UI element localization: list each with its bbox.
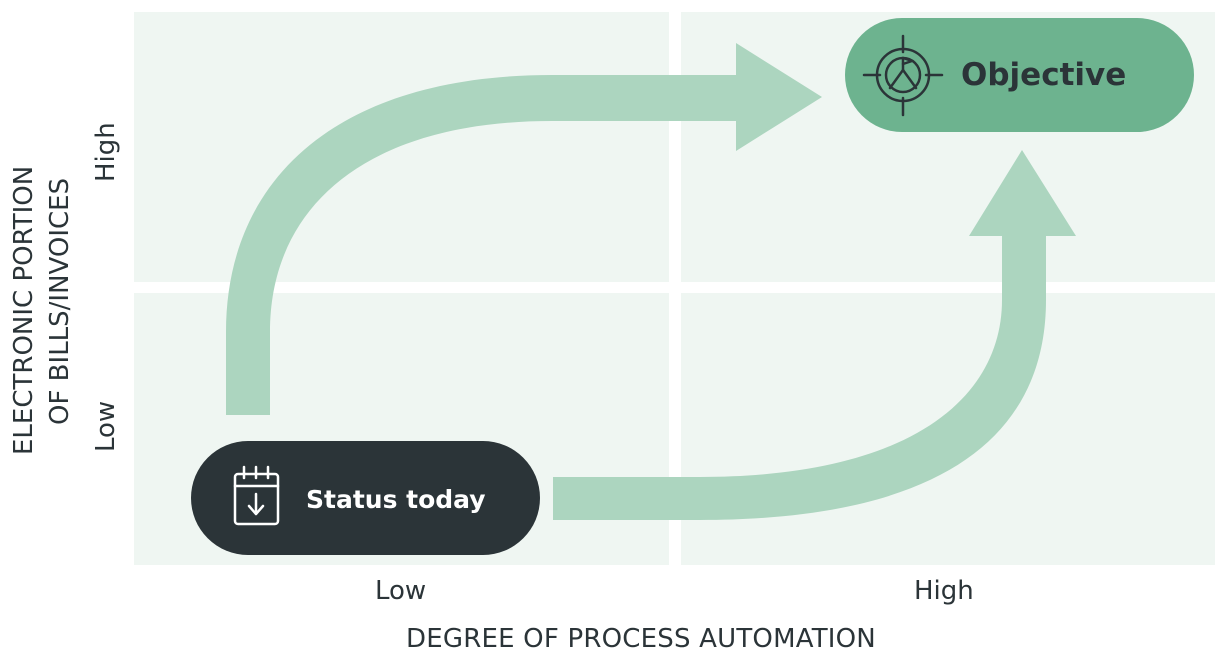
x-axis-tick-low: Low — [375, 576, 427, 606]
target-flag-icon — [862, 34, 944, 117]
calendar-download-icon — [233, 465, 280, 526]
y-axis-tick-high: High — [91, 122, 121, 182]
arrow-up-then-right — [226, 43, 822, 415]
y-axis-tick-low: Low — [91, 400, 121, 452]
x-axis-title: DEGREE OF PROCESS AUTOMATION — [406, 624, 876, 654]
y-axis-title-line-2: OF BILLS/INVOICES — [45, 177, 75, 425]
status-today-pill — [191, 441, 540, 555]
x-axis-tick-high: High — [914, 576, 974, 606]
objective-pill — [845, 18, 1194, 132]
arrow-right-then-up — [553, 150, 1076, 520]
objective-label: Objective — [961, 57, 1127, 93]
y-axis-title-line-1: ELECTRONIC PORTION — [9, 165, 39, 455]
quadrant-top-left — [134, 12, 669, 282]
status-today-label: Status today — [306, 485, 486, 514]
